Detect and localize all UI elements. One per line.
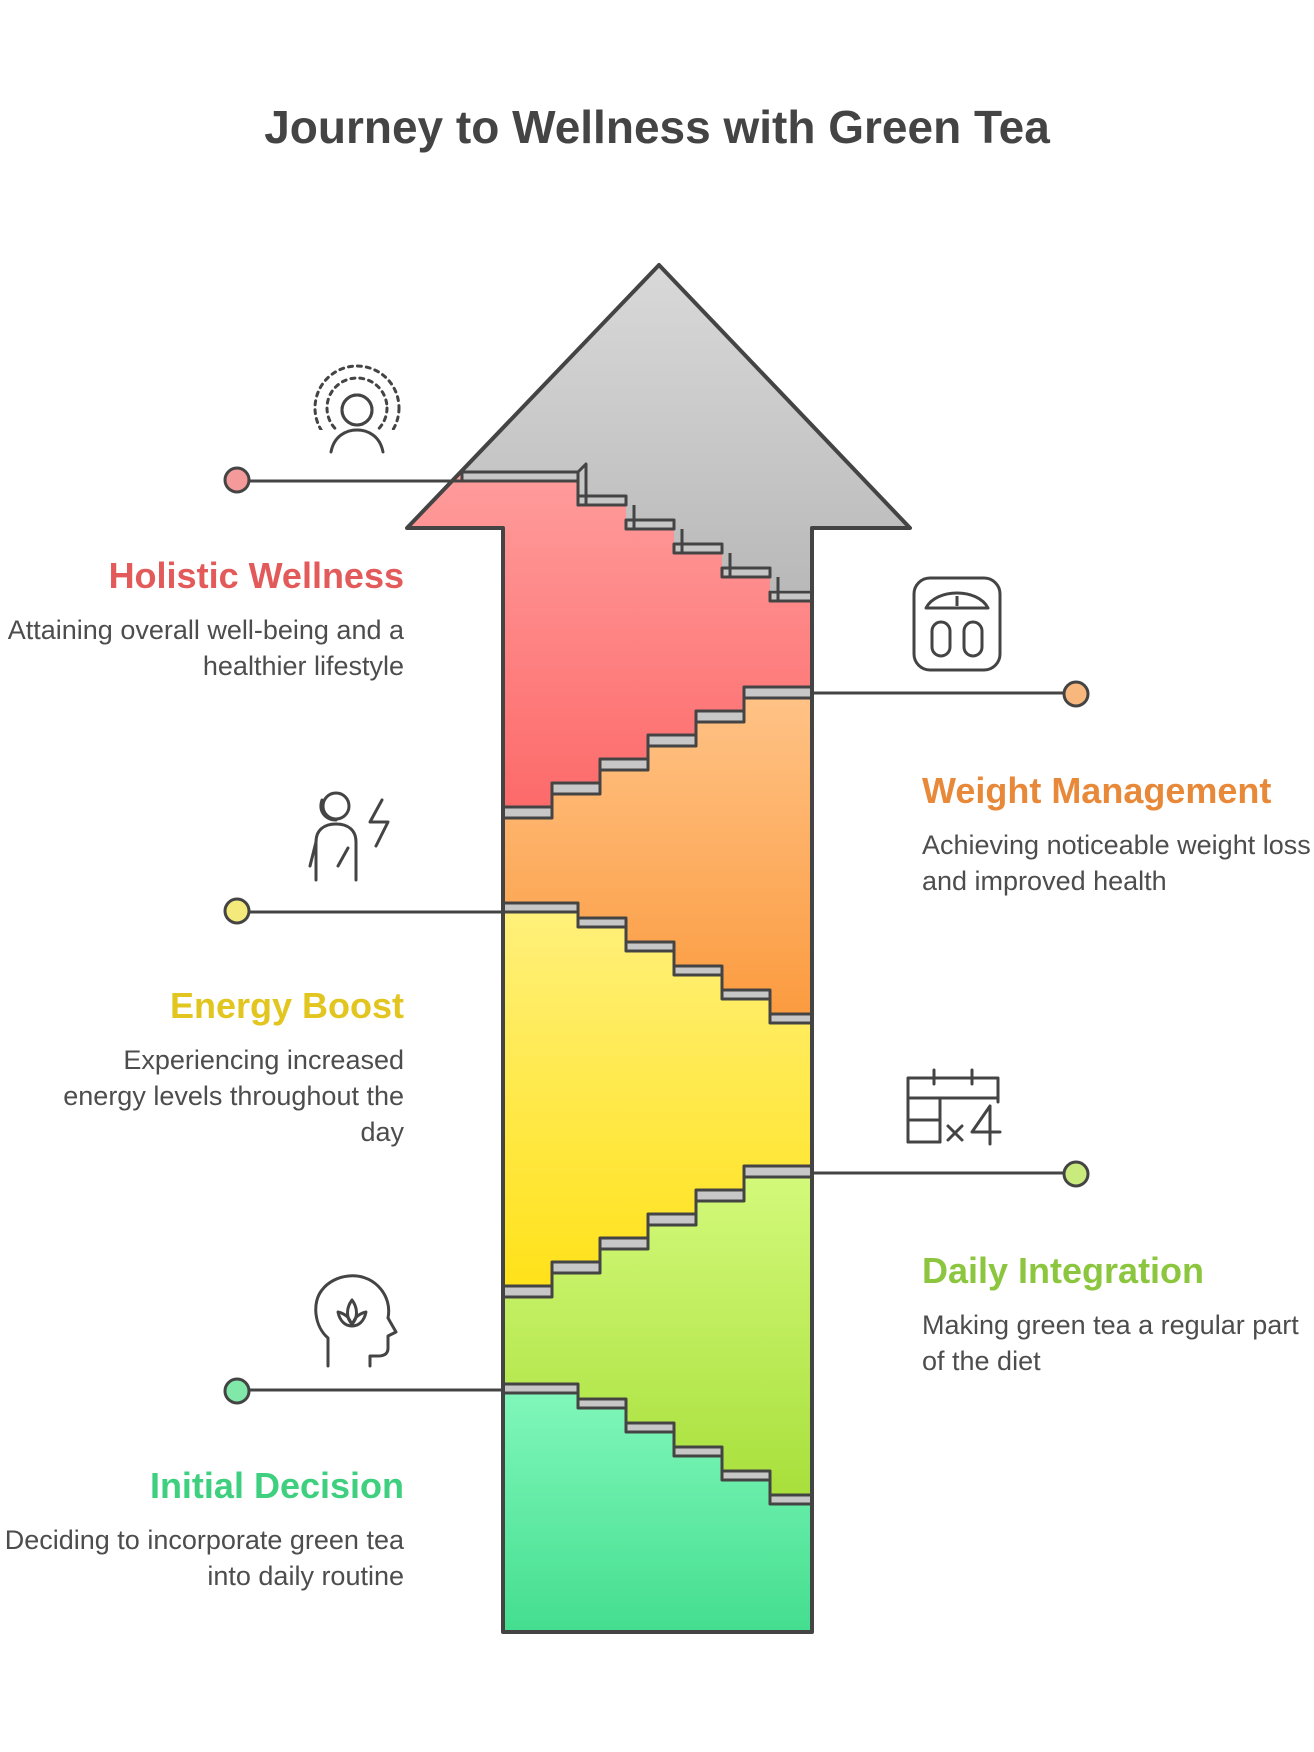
dot-energy-boost bbox=[223, 897, 251, 925]
step-title: Weight Management bbox=[922, 770, 1272, 811]
dot-initial-decision bbox=[223, 1377, 251, 1405]
dot-holistic-wellness bbox=[223, 466, 251, 494]
dot-daily-integration bbox=[1062, 1160, 1090, 1188]
step-description: Attaining overall well-being and a healt… bbox=[7, 615, 404, 681]
step-weight-management: Weight Management Achieving noticeable w… bbox=[922, 769, 1312, 899]
page-title: Journey to Wellness with Green Tea bbox=[264, 101, 1050, 153]
radiant-person-icon bbox=[313, 364, 401, 460]
calendar-times-four-icon bbox=[906, 1068, 1002, 1146]
step-daily-integration: Daily Integration Making green tea a reg… bbox=[922, 1249, 1312, 1379]
person-lightning-icon bbox=[308, 791, 390, 882]
step-title: Initial Decision bbox=[149, 1465, 404, 1506]
step-initial-decision: Initial Decision Deciding to incorporate… bbox=[0, 1464, 404, 1594]
connectors bbox=[250, 479, 1068, 1392]
band-weight-management bbox=[503, 698, 812, 1023]
mind-lotus-icon bbox=[314, 1274, 398, 1368]
step-description: Deciding to incorporate green tea into d… bbox=[4, 1525, 404, 1591]
step-description: Achieving noticeable weight loss and imp… bbox=[922, 830, 1311, 896]
step-title: Holistic Wellness bbox=[108, 555, 404, 596]
step-energy-boost: Energy Boost Experiencing increased ener… bbox=[0, 984, 404, 1150]
arrow-outline bbox=[405, 263, 912, 1634]
step-description: Experiencing increased energy levels thr… bbox=[63, 1045, 404, 1147]
step-holistic-wellness: Holistic Wellness Attaining overall well… bbox=[0, 554, 404, 684]
step-title: Daily Integration bbox=[922, 1250, 1205, 1291]
band-initial-decision bbox=[503, 1393, 812, 1632]
bathroom-scale-icon bbox=[912, 576, 1002, 672]
stair-edges bbox=[460, 462, 814, 1506]
step-title: Energy Boost bbox=[169, 985, 404, 1026]
band-daily-integration bbox=[503, 1177, 812, 1504]
dot-weight-management bbox=[1062, 680, 1090, 708]
step-description: Making green tea a regular part of the d… bbox=[922, 1310, 1299, 1376]
band-energy-boost bbox=[503, 912, 812, 1286]
stair-risers bbox=[550, 481, 780, 1495]
